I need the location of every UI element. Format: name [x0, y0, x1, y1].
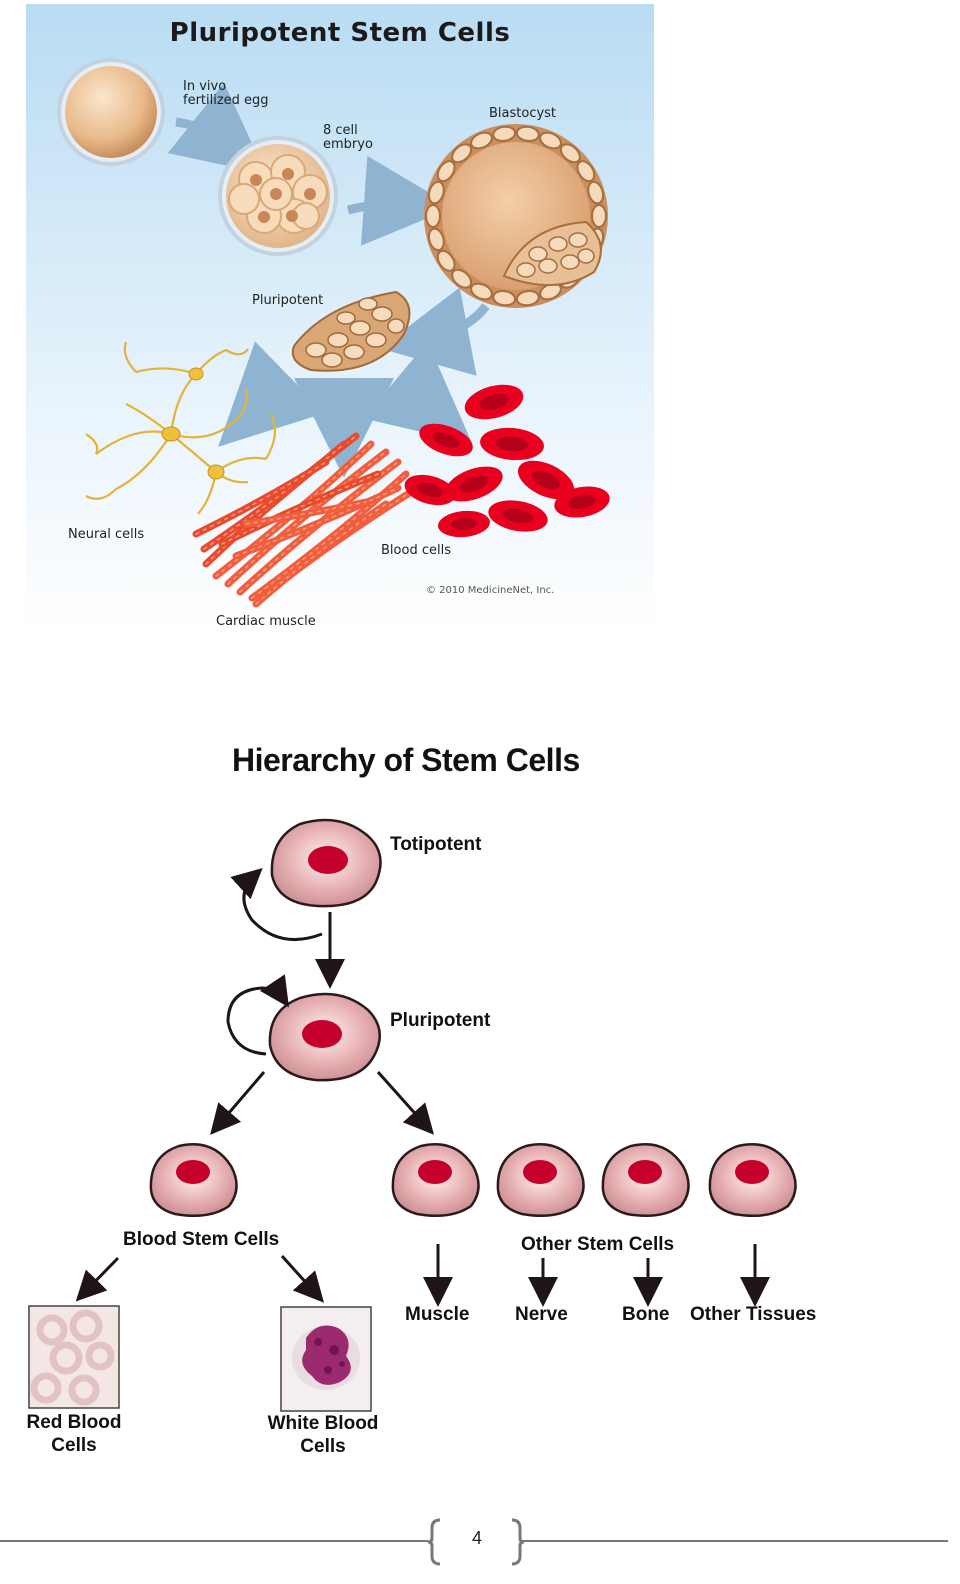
muscle-stem-cell	[391, 1142, 480, 1217]
arrow-to-white-blood	[280, 1254, 325, 1303]
cardiac-fibre-striation	[203, 443, 345, 550]
blastocyst-cell	[436, 249, 456, 272]
arrow-to-red-blood	[75, 1256, 120, 1302]
label-other-tissues: Other Tissues	[690, 1304, 817, 1325]
blastocyst-cell	[451, 268, 473, 289]
pluripotent-cell	[268, 992, 381, 1082]
blood-stem-cell	[149, 1142, 238, 1217]
blastocyst-cell	[591, 204, 607, 228]
red-blood-cell-center	[568, 494, 596, 510]
white-blood-cell-image	[280, 1306, 372, 1412]
cardiac-fibre-striation	[251, 473, 407, 599]
blastocyst-cell	[427, 180, 445, 205]
figure-title: Pluripotent Stem Cells	[169, 18, 511, 48]
red-blood-cell-center	[496, 436, 528, 452]
cardiac-fibre-striation	[255, 503, 387, 605]
blastocyst-cell	[436, 160, 456, 183]
blastocyst-cell	[492, 290, 517, 307]
label-red-blood-cells: Red Blood Cells	[26, 1412, 122, 1456]
hierarchy-diagram	[28, 818, 797, 1412]
other-tissue-stem-cell	[708, 1142, 797, 1217]
blastocyst-cell	[515, 125, 540, 142]
red-blood-cell-center	[532, 470, 560, 490]
red-blood-cell-center	[503, 508, 533, 524]
label-white-blood-cells: White Blood Cells	[267, 1413, 379, 1457]
blastocyst-cell	[539, 131, 562, 150]
cardiac-muscle	[192, 432, 415, 608]
cardiac-fibre-striation	[235, 487, 399, 557]
arrow-to-blood	[363, 341, 473, 445]
label-muscle: Muscle	[405, 1304, 470, 1325]
cardiac-fibre-striation	[195, 461, 327, 535]
label-other-stem-cells: Other Stem Cells	[521, 1234, 675, 1255]
red-blood-cell-center	[417, 483, 443, 497]
blastocyst-cell	[587, 180, 605, 205]
self-renewal-arrow-pluripotent	[226, 974, 289, 1056]
cardiac-fibre-striation	[227, 451, 387, 585]
red-blood-cells	[404, 384, 610, 538]
label-pluripotent-cell: Pluripotent	[390, 1010, 491, 1031]
copyright-notice: © 2010 MedicineNet, Inc.	[426, 585, 555, 596]
cardiac-fibre-striation	[265, 491, 412, 595]
footer-rule-right	[522, 1540, 948, 1542]
red-blood-cell-center	[432, 432, 460, 448]
red-blood-cell-center	[451, 518, 477, 530]
cardiac-fibre-striation	[221, 473, 379, 545]
red-blood-cells-image	[28, 1305, 120, 1409]
blastocyst	[424, 124, 608, 308]
blastocyst-cell	[470, 131, 493, 150]
label-nerve: Nerve	[515, 1304, 568, 1325]
blastocyst-cell	[492, 125, 517, 142]
cardiac-fibre-striation	[245, 501, 367, 525]
label-8-cell-embryo: 8 cell embryo	[323, 123, 373, 152]
page-number-brackets	[427, 1518, 525, 1566]
arrow-blastocyst-to-pluripotent	[379, 287, 490, 376]
blastocyst-cell	[427, 227, 445, 252]
label-pluripotent: Pluripotent	[252, 293, 324, 308]
arrow-to-blood-stem	[210, 1071, 266, 1135]
label-neural-cells: Neural cells	[68, 527, 145, 542]
label-cardiac-muscle: Cardiac muscle	[216, 614, 316, 629]
blastocyst-cell	[559, 143, 581, 164]
arrow-egg-to-embryo	[167, 82, 267, 175]
neural-cells	[85, 341, 277, 515]
self-renewal-arrow-totipotent	[230, 867, 323, 941]
pluripotent-stem-cells-figure: Pluripotent Stem Cells In vivo fertilize…	[26, 4, 654, 634]
pluripotent-illustration	[57, 58, 610, 608]
blastocyst-cell	[451, 143, 473, 164]
footer-rule-left	[0, 1540, 428, 1542]
blastocyst-cell	[515, 290, 540, 307]
red-blood-cell-center	[459, 475, 489, 493]
label-blood-cells: Blood cells	[381, 543, 451, 558]
neuron-bodies	[161, 367, 225, 480]
bone-stem-cell	[601, 1142, 690, 1217]
label-blastocyst: Blastocyst	[489, 106, 557, 121]
blastocyst-cell	[576, 160, 596, 183]
label-fertilized-egg: In vivo fertilized egg	[183, 79, 269, 108]
hierarchy-title: Hierarchy of Stem Cells	[232, 742, 580, 778]
page-number: 4	[471, 1528, 482, 1548]
label-blood-stem-cells: Blood Stem Cells	[123, 1229, 280, 1250]
label-bone: Bone	[622, 1304, 670, 1325]
totipotent-cell	[270, 818, 382, 908]
arrow-embryo-to-blastocyst	[346, 155, 454, 246]
arrow-to-neural	[218, 341, 325, 447]
red-blood-cell-center	[479, 394, 509, 410]
nerve-stem-cell	[496, 1142, 585, 1217]
arrow-to-other-stem	[376, 1071, 434, 1135]
label-totipotent: Totipotent	[390, 834, 482, 855]
eight-cell-embryo	[218, 136, 338, 256]
blastocyst-cell	[425, 204, 441, 228]
fertilized-egg	[57, 58, 165, 166]
